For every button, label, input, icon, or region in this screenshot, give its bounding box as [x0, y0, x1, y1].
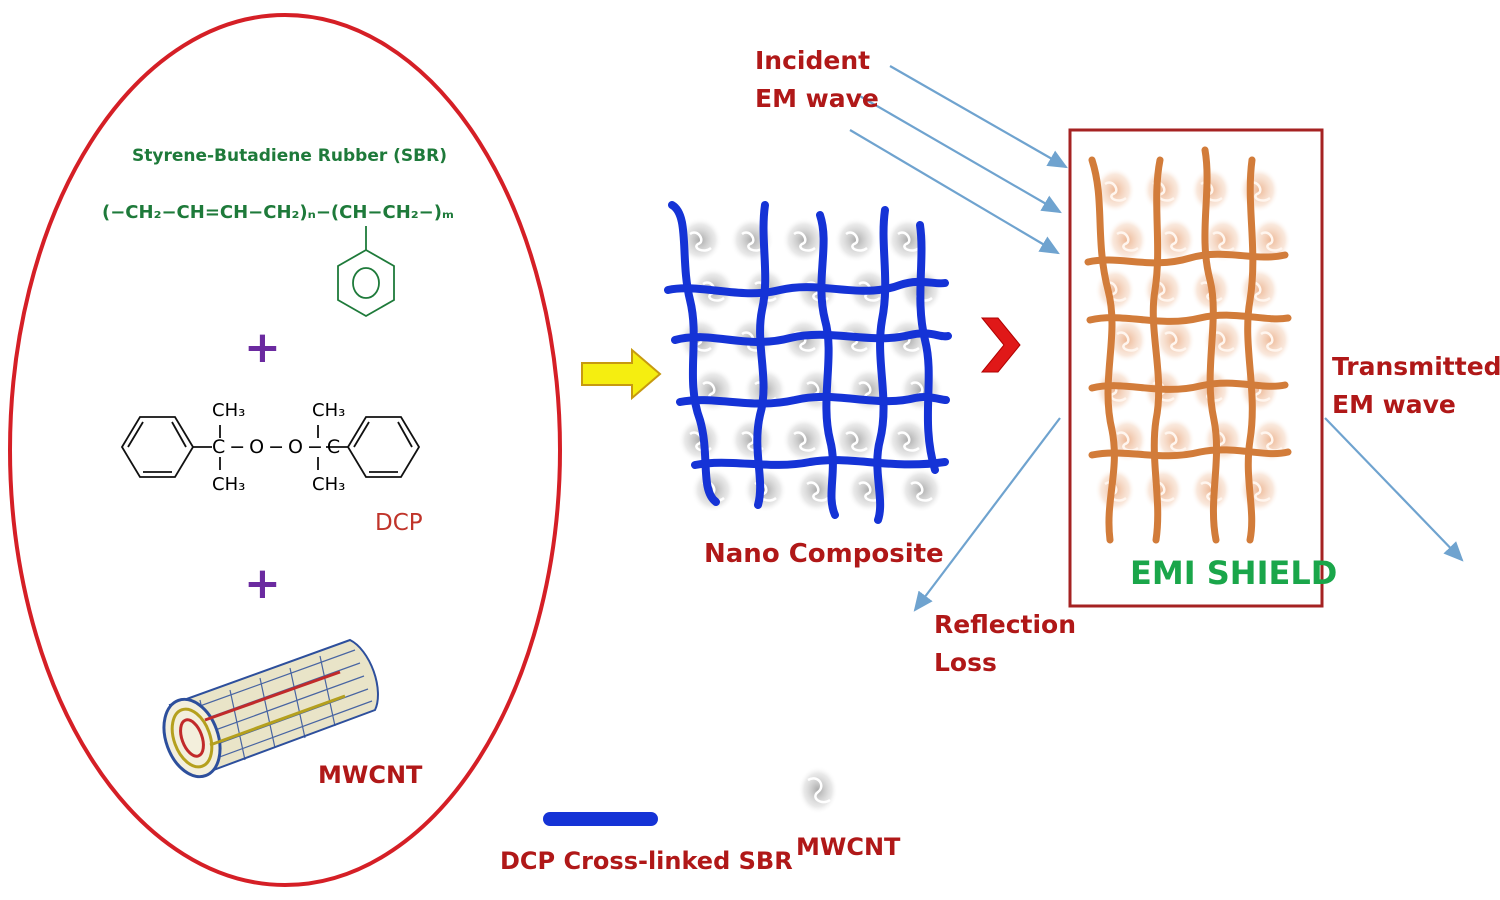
mwcnt-squiggle: [1260, 231, 1283, 252]
mwcnt-blob: [743, 467, 787, 513]
transmitted-arrow: [1324, 417, 1464, 562]
mwcnt-squiggle: [1152, 281, 1175, 302]
mwcnt-squiggle: [845, 431, 868, 452]
mwcnt-blob: [1142, 467, 1184, 513]
incident-wave-label-line1: Incident: [755, 46, 871, 75]
reflection-loss-label-line2: Loss: [934, 648, 997, 677]
mwcnt-blob: [899, 367, 943, 413]
mwcnt-blob: [730, 417, 774, 463]
mwcnt-squiggle: [1104, 281, 1127, 302]
legend-mwcnt-swatch: [798, 766, 838, 814]
mwcnt-label: MWCNT: [318, 761, 423, 789]
mwcnt-blob: [1106, 217, 1148, 263]
mwcnt-squiggle: [806, 481, 829, 502]
ingredients-ellipse: [8, 13, 562, 887]
mwcnt-squiggle: [858, 481, 881, 502]
legend-sbr-swatch: [543, 812, 658, 826]
mwcnt-blob: [1250, 317, 1292, 363]
mwcnt-squiggle: [741, 231, 764, 252]
mwcnt-blob: [795, 367, 839, 413]
mwcnt-blob: [691, 467, 735, 513]
mwcnt-blob: [1190, 167, 1232, 213]
plus-sign-1: +: [244, 322, 281, 373]
mwcnt-squiggle: [1164, 331, 1187, 352]
mwcnt-blob: [1106, 317, 1148, 363]
mwcnt-squiggle: [793, 431, 816, 452]
emi-shield-label: EMI SHIELD: [1130, 554, 1338, 592]
process-arrow: [581, 347, 662, 401]
mwcnt-squiggle: [1248, 481, 1271, 502]
mwcnt-blob: [1154, 217, 1196, 263]
dcp-ch3-top-left: CH₃: [212, 400, 246, 421]
mwcnt-blob: [782, 217, 826, 263]
emi-shield-network: [1084, 146, 1292, 544]
mwcnt-squiggle: [1164, 231, 1187, 252]
mwcnt-blob: [1142, 167, 1184, 213]
sbr-title: Styrene-Butadiene Rubber (SBR): [132, 146, 447, 166]
mwcnt-squiggle: [897, 231, 920, 252]
legend-mwcnt-label: MWCNT: [796, 833, 901, 861]
mwcnt-blob: [1142, 267, 1184, 313]
incident-wave-arrows: [849, 65, 1068, 255]
mwcnt-blob: [1238, 167, 1280, 213]
mwcnt-squiggle: [1248, 281, 1271, 302]
legend-sbr-label: DCP Cross-linked SBR: [500, 847, 793, 875]
dcp-ch3-bottom-left: CH₃: [212, 474, 246, 495]
mwcnt-blob: [678, 217, 722, 263]
mwcnt-squiggle: [897, 431, 920, 452]
reflection-arrow: [913, 417, 1061, 612]
mwcnt-blob: [1094, 267, 1136, 313]
dcp-ch3-top-right: CH₃: [312, 400, 346, 421]
mwcnt-squiggle: [1212, 231, 1235, 252]
transmitted-wave-label-line1: Transmitted: [1332, 352, 1500, 381]
mwcnt-tube-illustration: [162, 638, 379, 779]
transmitted-wave-label-line2: EM wave: [1332, 390, 1456, 419]
mwcnt-squiggle: [845, 231, 868, 252]
mwcnt-blob: [1238, 267, 1280, 313]
mwcnt-squiggle: [1212, 331, 1235, 352]
mwcnt-squiggle: [1260, 331, 1283, 352]
dcp-structure: [120, 416, 421, 478]
mwcnt-squiggle: [910, 481, 933, 502]
incident-wave-label-line2: EM wave: [755, 84, 879, 113]
mwcnt-squiggle: [1248, 181, 1271, 202]
nano-composite-label: Nano Composite: [704, 539, 944, 569]
dcp-peroxide-chain: C−O−O−C: [212, 436, 345, 458]
mwcnt-blob: [834, 217, 878, 263]
mwcnt-squiggle: [793, 231, 816, 252]
mwcnt-blob: [782, 417, 826, 463]
mwcnt-blob: [1202, 417, 1244, 463]
transition-chevron: [980, 317, 1021, 373]
mwcnt-blob: [899, 467, 943, 513]
mwcnt-squiggle: [1116, 331, 1139, 352]
mwcnt-squiggle: [1104, 181, 1127, 202]
mwcnt-blob: [847, 467, 891, 513]
reflection-loss-label-line1: Reflection: [934, 610, 1077, 639]
mwcnt-blob: [1154, 317, 1196, 363]
mwcnt-squiggle: [1164, 431, 1187, 452]
dcp-ch3-bottom-right: CH₃: [312, 474, 346, 495]
mwcnt-squiggle: [689, 231, 712, 252]
mwcnt-blob: [834, 417, 878, 463]
sbr-formula: (−CH₂−CH=CH−CH₂)ₙ−(CH−CH₂−)ₘ: [102, 202, 454, 223]
dcp-label: DCP: [375, 510, 423, 536]
mwcnt-blob: [1250, 217, 1292, 263]
plus-sign-2: +: [244, 558, 281, 609]
mwcnt-blob: [1238, 367, 1280, 413]
nano-composite-network: [664, 201, 952, 524]
mwcnt-blob: [1094, 167, 1136, 213]
mwcnt-squiggle: [1116, 231, 1139, 252]
mwcnt-blob: [886, 417, 930, 463]
mwcnt-blob: [1094, 367, 1136, 413]
mwcnt-blob: [782, 317, 826, 363]
sbr-benzene-ring: [337, 226, 395, 318]
mwcnt-blob: [1238, 467, 1280, 513]
